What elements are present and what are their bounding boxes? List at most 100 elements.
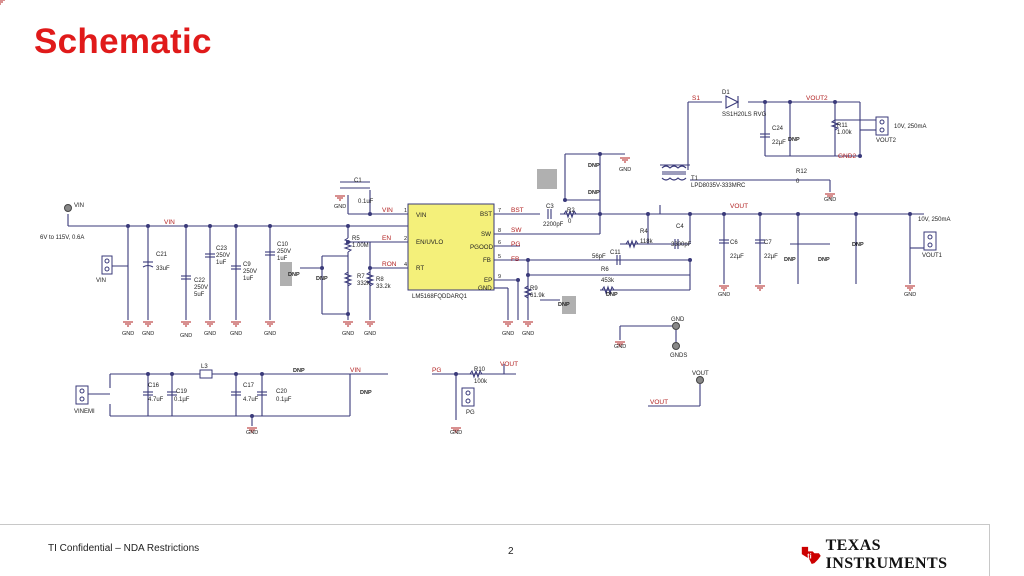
page-number: 2 bbox=[508, 546, 514, 557]
dnp-box-top bbox=[537, 169, 557, 189]
l3-ref: L3 bbox=[201, 364, 208, 370]
net-label-s1: S1 bbox=[692, 95, 700, 102]
c22-ref: C22 bbox=[194, 278, 206, 284]
net-label-vout: VOUT bbox=[730, 203, 748, 210]
pg-connector bbox=[461, 387, 475, 407]
gnds-testpoint-label: GNDS bbox=[670, 353, 687, 359]
vout2-spec: 10V, 250mA bbox=[894, 124, 926, 130]
r8-ref: R8 bbox=[376, 277, 384, 283]
t1-value: LPD8035V-333MRC bbox=[691, 183, 746, 189]
r7-ref: R7 bbox=[357, 274, 365, 280]
svg-text:GND: GND bbox=[246, 430, 258, 436]
svg-text:GND: GND bbox=[522, 331, 534, 337]
svg-text:DNP: DNP bbox=[588, 163, 600, 169]
c24-value: 22µF bbox=[772, 140, 786, 146]
vinemi-ref: VINEMI bbox=[74, 409, 95, 415]
c16-ref: C16 bbox=[148, 383, 160, 389]
c4-value: 3300pF bbox=[671, 242, 692, 248]
r5-value: 1.00M bbox=[352, 243, 369, 249]
vin-testpoint bbox=[64, 204, 72, 212]
vinemi-connector bbox=[75, 385, 89, 405]
svg-text:ti: ti bbox=[807, 552, 811, 561]
t1-ref: T1 bbox=[691, 176, 699, 182]
d1-ref: D1 bbox=[722, 90, 730, 96]
svg-text:2: 2 bbox=[404, 236, 407, 242]
svg-text:7: 7 bbox=[498, 208, 501, 214]
r7-value: 332k bbox=[357, 281, 371, 287]
footer-confidential: TI Confidential – NDA Restrictions bbox=[48, 543, 200, 554]
net-label-vout2: VOUT2 bbox=[806, 95, 828, 102]
c19-ref: C19 bbox=[176, 389, 188, 395]
vout2-ref: VOUT2 bbox=[876, 138, 897, 144]
c6-value: 22µF bbox=[730, 254, 744, 260]
c9-value2: 1uF bbox=[243, 276, 254, 282]
svg-text:DNP: DNP bbox=[784, 257, 796, 263]
ic-body bbox=[407, 203, 495, 291]
vin-connector bbox=[101, 255, 113, 275]
r12-ref: R12 bbox=[796, 169, 808, 175]
r4-ref: R4 bbox=[640, 229, 648, 235]
vout1-ref: VOUT1 bbox=[922, 253, 943, 259]
svg-text:GND: GND bbox=[718, 292, 730, 298]
vout2-connector bbox=[875, 116, 889, 136]
c17-value: 4.7uF bbox=[243, 397, 259, 403]
svg-text:9: 9 bbox=[498, 274, 501, 280]
gnd-testpoint-label: GND bbox=[671, 317, 685, 323]
svg-text:GND: GND bbox=[142, 331, 154, 337]
r5-ref: R5 bbox=[352, 236, 360, 242]
logo-text: TEXAS INSTRUMENTS bbox=[825, 537, 948, 572]
svg-text:4: 4 bbox=[404, 262, 407, 268]
svg-text:GND: GND bbox=[824, 197, 836, 203]
svg-text:DNP: DNP bbox=[558, 302, 570, 308]
pg-ref: PG bbox=[466, 410, 475, 416]
r2-ref: R2 bbox=[567, 208, 575, 214]
svg-text:DNP: DNP bbox=[293, 368, 305, 374]
c23-value2: 1uF bbox=[216, 260, 227, 266]
c17-ref: C17 bbox=[243, 383, 255, 389]
wires bbox=[67, 101, 924, 426]
net-label-en: EN bbox=[382, 235, 391, 242]
ic-pin-rt: RT bbox=[416, 265, 424, 272]
r11-ref: R11 bbox=[837, 123, 848, 129]
ic-pin-numbers: 1 2 4 7 8 6 5 9 bbox=[404, 208, 501, 280]
ic-ref: LM5168FQDDARQ1 bbox=[412, 294, 468, 300]
c20-value: 0.1µF bbox=[276, 397, 292, 403]
svg-text:DNP: DNP bbox=[852, 242, 864, 248]
left-resistor-labels: R5 1.00M R7 332k R8 33.2k bbox=[352, 236, 392, 290]
c22-value2: 5uF bbox=[194, 292, 205, 298]
c9-ref: C9 bbox=[243, 262, 251, 268]
net-label-ron: RON bbox=[382, 261, 397, 268]
dnp-box-fb bbox=[562, 296, 576, 314]
net-label-fb: FB bbox=[511, 256, 519, 263]
dnp-box-left bbox=[280, 262, 292, 286]
r2-value: 0 bbox=[568, 219, 572, 225]
r10-ref: R10 bbox=[474, 367, 486, 373]
c7-value: 22µF bbox=[764, 254, 778, 260]
vin-testpoint-label: VIN bbox=[74, 203, 84, 209]
svg-text:GND: GND bbox=[450, 430, 462, 436]
ground-symbols bbox=[0, 0, 916, 433]
gnd-testpoint bbox=[672, 322, 680, 330]
r9-value: 61.9k bbox=[530, 293, 546, 299]
svg-text:DNP: DNP bbox=[360, 390, 372, 396]
svg-text:DNP: DNP bbox=[818, 257, 830, 263]
svg-text:DNP: DNP bbox=[288, 272, 300, 278]
c19-value: 0.1µF bbox=[174, 397, 190, 403]
vin-connector-ref: VIN bbox=[96, 278, 106, 284]
ic-pin-sw: SW bbox=[481, 231, 491, 238]
c3-value: 2200pF bbox=[543, 222, 564, 228]
svg-text:DNP: DNP bbox=[316, 276, 328, 282]
r10-resistor bbox=[469, 369, 483, 379]
c9-value: 250V bbox=[243, 269, 257, 275]
net-label-pg-bottom: PG bbox=[432, 367, 441, 374]
ic-pin-bst: BST bbox=[480, 211, 492, 218]
c21-ref: C21 bbox=[156, 252, 168, 258]
r9-ref: R9 bbox=[530, 286, 538, 292]
c23-value: 250V bbox=[216, 253, 230, 259]
dnp-labels: DNP DNP DNP DNP DNP DNP DNP DNP DNP DNP … bbox=[288, 137, 864, 396]
junction-dots bbox=[126, 100, 912, 418]
ic-pin-pgood: PGOOD bbox=[470, 244, 494, 251]
c24-ref: C24 bbox=[772, 126, 784, 132]
r12-value: 0 bbox=[796, 179, 800, 185]
svg-text:GND: GND bbox=[364, 331, 376, 337]
